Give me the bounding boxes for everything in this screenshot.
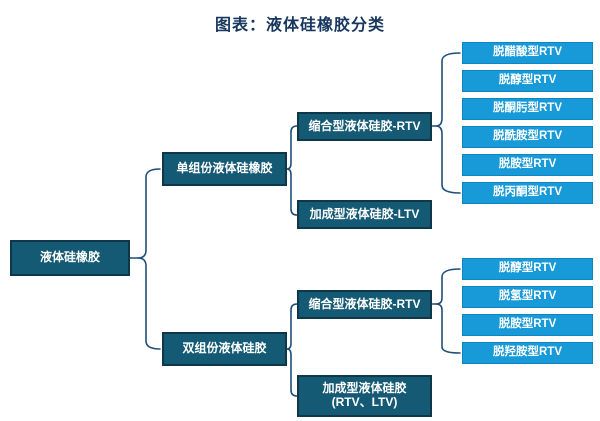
leaf-deacetone-rtv: 脱丙酮型RTV (462, 182, 593, 204)
leaf-deamine-rtv-top: 脱胺型RTV (462, 154, 593, 176)
node-condensation-rtv-bottom: 缩合型液体硅胶-RTV (297, 290, 432, 319)
brace-rtv-to-leaves-top (435, 52, 461, 194)
node-addition-ltv: 加成型液体硅胶-LTV (297, 200, 432, 229)
node-liquid-silicone-rubber: 液体硅橡胶 (10, 240, 130, 276)
node-single-component: 单组份液体硅橡胶 (162, 152, 287, 186)
node-addition-rtv-ltv: 加成型液体硅胶(RTV、LTV) (297, 375, 432, 417)
leaf-deacetic-rtv: 脱醋酸型RTV (462, 42, 593, 64)
node-condensation-rtv-top: 缩合型液体硅胶-RTV (297, 112, 432, 141)
leaf-deamine-rtv-bottom: 脱胺型RTV (462, 314, 593, 336)
brace-double-to-types (286, 303, 298, 397)
leaf-dehydrogen-rtv: 脱氢型RTV (462, 286, 593, 308)
brace-root-to-level2 (137, 168, 161, 350)
leaf-dealcohol-rtv-bottom: 脱醇型RTV (462, 258, 593, 280)
leaf-dealcohol-rtv-top: 脱醇型RTV (462, 70, 593, 92)
brace-rtv-to-leaves-bottom (435, 268, 461, 354)
diagram-title: 图表：液体硅橡胶分类 (214, 17, 385, 34)
node-double-component: 双组份液体硅胶 (162, 332, 287, 366)
leaf-dehydroxylamine-rtv: 脱羟胺型RTV (462, 342, 593, 364)
brace-single-to-types (286, 125, 298, 216)
leaf-deamide-rtv: 脱酰胺型RTV (462, 126, 593, 148)
leaf-deketoxime-rtv: 脱酮肟型RTV (462, 98, 593, 120)
